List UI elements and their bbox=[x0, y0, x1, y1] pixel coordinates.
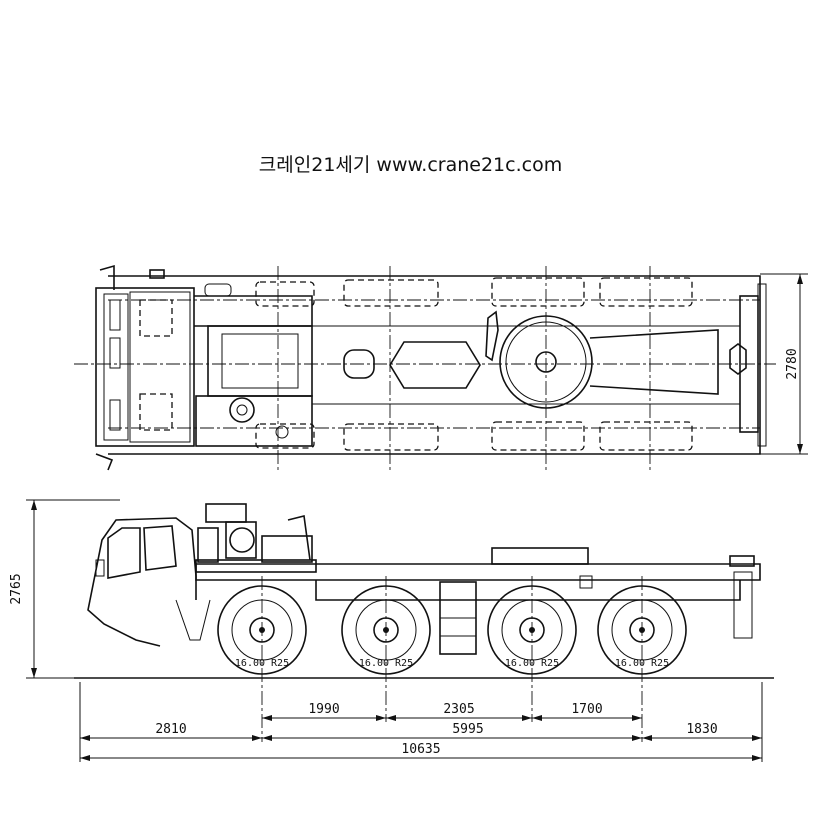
axle-centrelines bbox=[261, 576, 643, 742]
top-width-dimension: 2780 bbox=[785, 348, 800, 379]
dim-rear-overhang: 1830 bbox=[686, 722, 717, 737]
dim-front-overhang: 2810 bbox=[155, 722, 186, 737]
height-dimension-lines bbox=[26, 499, 120, 679]
tyre-label-3: 16.00 R25 bbox=[505, 658, 559, 669]
dim-axle-2-3: 2305 bbox=[443, 702, 474, 717]
dim-overall-length: 10635 bbox=[401, 742, 440, 757]
dimension-lines bbox=[79, 682, 763, 762]
side-height-dimension: 2765 bbox=[9, 573, 24, 604]
header-title: 크레인21세기 www.crane21c.com bbox=[258, 154, 563, 176]
tyre-label-2: 16.00 R25 bbox=[359, 658, 413, 669]
dim-axle-1-2: 1990 bbox=[308, 702, 339, 717]
top-view bbox=[74, 264, 808, 471]
dim-axle-3-4: 1700 bbox=[571, 702, 602, 717]
tyre-label-1: 16.00 R25 bbox=[235, 658, 289, 669]
dim-wheelbase: 5995 bbox=[452, 722, 483, 737]
tyre-label-4: 16.00 R25 bbox=[615, 658, 669, 669]
